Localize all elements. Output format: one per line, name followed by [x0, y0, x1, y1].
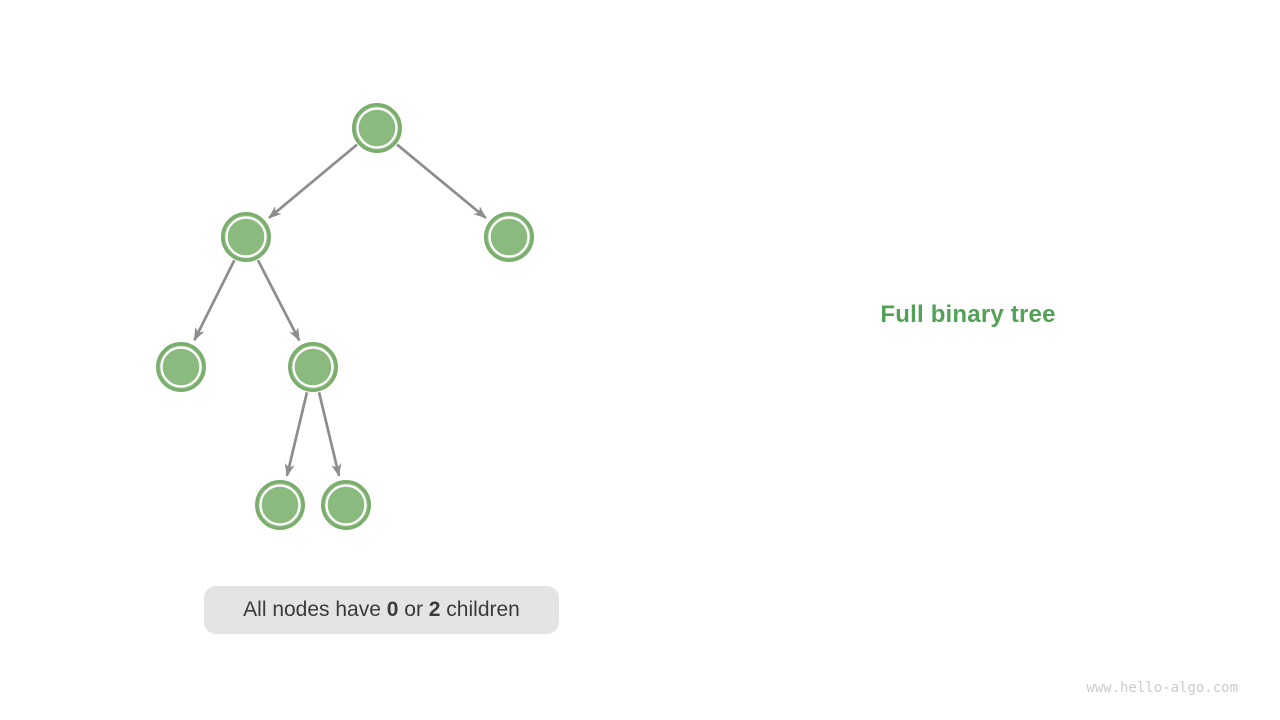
node-circle	[321, 480, 371, 530]
node-inner-ring	[356, 107, 398, 149]
tree-edges	[193, 143, 487, 477]
node-inner-ring	[325, 484, 367, 526]
caption-box: All nodes have 0 or 2 children	[204, 586, 559, 634]
tree-node-great-grandchild-right	[321, 480, 371, 530]
node-inner-ring	[488, 216, 530, 258]
diagram-title: Full binary tree	[880, 301, 1056, 328]
caption-bold-two: 2	[428, 598, 441, 621]
node-inner-ring	[160, 346, 202, 388]
tree-edge-left-child-to-left-right-grandchild	[256, 259, 301, 342]
node-circle	[221, 212, 271, 262]
caption-text-middle: or	[398, 598, 429, 621]
tree-node-left-left-grandchild	[156, 342, 206, 392]
tree-edge-root-to-right-child	[396, 143, 487, 219]
node-inner-ring	[225, 216, 267, 258]
tree-node-great-grandchild-left	[255, 480, 305, 530]
tree-node-root	[352, 103, 402, 153]
node-circle	[484, 212, 534, 262]
node-circle	[352, 103, 402, 153]
tree-edge-left-right-grandchild-to-great-grandchild-right	[317, 391, 342, 477]
node-inner-ring	[259, 484, 301, 526]
node-circle	[255, 480, 305, 530]
tree-edge-left-right-grandchild-to-great-grandchild-left	[284, 391, 309, 477]
tree-node-right-child	[484, 212, 534, 262]
node-circle	[288, 342, 338, 392]
tree-edge-root-to-left-child	[268, 143, 358, 219]
caption-bold-zero: 0	[386, 598, 399, 621]
tree-nodes	[156, 103, 534, 530]
caption-text-prefix: All nodes have	[243, 598, 387, 621]
node-inner-ring	[292, 346, 334, 388]
caption-text-suffix: children	[440, 598, 520, 621]
tree-edge-left-child-to-left-left-grandchild	[193, 259, 236, 342]
tree-node-left-child	[221, 212, 271, 262]
tree-node-left-right-grandchild	[288, 342, 338, 392]
watermark-text: www.hello-algo.com	[1086, 680, 1238, 696]
node-circle	[156, 342, 206, 392]
